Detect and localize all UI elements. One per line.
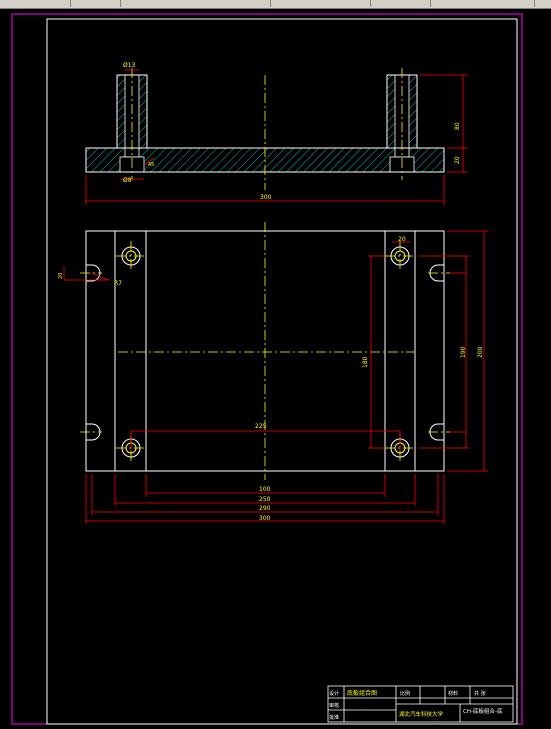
title-drawing-no: CH-底板组合-底 xyxy=(463,707,503,715)
toolbar-segment[interactable] xyxy=(0,0,71,7)
dim-225: 225 xyxy=(255,423,267,430)
toolbar-segment[interactable] xyxy=(270,0,371,7)
toolbar-segment[interactable] xyxy=(120,0,271,7)
dim-300: 300 xyxy=(259,515,271,522)
title-approver: 批准 xyxy=(329,714,339,721)
dim-200: 200 xyxy=(477,346,484,358)
sheet-border xyxy=(11,13,523,725)
dim-100: 100 xyxy=(259,486,271,493)
close-icon[interactable] xyxy=(534,0,549,7)
dim-180: 180 xyxy=(362,356,369,368)
title-block xyxy=(327,685,514,723)
window-toolbar xyxy=(0,0,551,9)
drawing-frame xyxy=(46,18,518,725)
title-school: 湖北汽车科技大学 xyxy=(399,710,444,718)
title-checker: 审核 xyxy=(329,702,339,709)
dim-right-top: 20 xyxy=(398,236,406,243)
title-drawing-name: 底板组合图 xyxy=(347,689,377,697)
dim-height-20: 20 xyxy=(454,156,461,164)
title-sheet: 共 张 xyxy=(474,690,486,697)
title-designer: 设计 xyxy=(329,690,339,697)
title-material: 材料 xyxy=(448,690,458,697)
section-dimensions xyxy=(85,69,468,205)
section-view xyxy=(85,68,445,190)
dim-250: 250 xyxy=(259,496,271,503)
dim-height-80: 80 xyxy=(454,122,461,130)
dim-190: 190 xyxy=(460,346,467,358)
dim-angle: 45 xyxy=(148,162,154,168)
toolbar-segment[interactable] xyxy=(70,0,121,7)
dim-top-diameter: Ø13 xyxy=(123,62,136,69)
dim-290: 290 xyxy=(259,505,271,512)
title-scale: 比例 xyxy=(400,690,410,697)
plan-dimensions xyxy=(63,230,488,524)
dim-bottom-diameter: Ø8 xyxy=(123,177,132,184)
dim-slot-width: 20 xyxy=(58,273,64,279)
dim-width-top: 300 xyxy=(260,194,272,201)
toolbar-segment[interactable] xyxy=(370,0,431,7)
dim-radius: R7 xyxy=(114,280,122,287)
